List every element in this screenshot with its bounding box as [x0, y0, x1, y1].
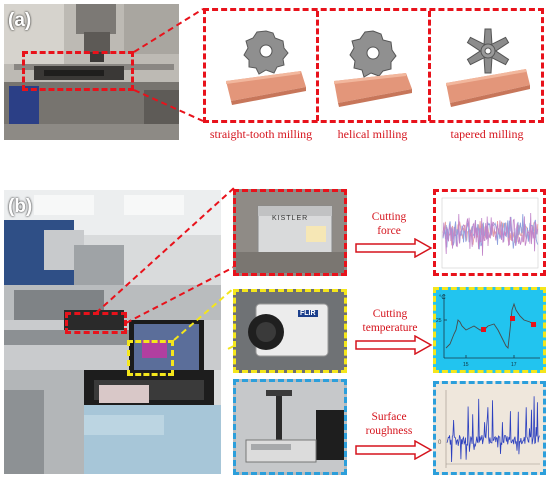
surface-roughness-profile-box: 0: [433, 381, 546, 475]
arrow-surface-roughness: [355, 440, 433, 460]
temp-x-tick-1: 15: [463, 362, 469, 368]
caption-helical-milling: helical milling: [337, 127, 408, 141]
caption-straight-tooth-milling: straight-tooth milling: [209, 127, 313, 141]
kistler-brand-label: KISTLER: [272, 215, 309, 222]
kistler-amplifier-box: KISTLER: [233, 189, 347, 276]
thermal-screen-highlight-box: [127, 340, 174, 376]
cutting-force-signal-plot: [441, 197, 539, 269]
temperature-marker-1: [481, 327, 486, 332]
label-cutting-temperature: Cutting temperature: [352, 307, 428, 335]
label-cutting-force-line1: Cutting: [371, 211, 407, 223]
flir-camera-box: FLIR: [233, 289, 347, 373]
temp-x-tick-2: 17: [511, 362, 517, 368]
zoom-connector-b: [95, 187, 235, 350]
temperature-curve-line: [445, 302, 537, 349]
temp-y-tick: 25: [436, 318, 442, 324]
label-surface-roughness-line2: roughness: [365, 425, 413, 437]
flir-brand-label: FLIR: [298, 310, 318, 317]
arrow-cutting-temperature: [355, 335, 433, 355]
temperature-marker-2: [510, 316, 515, 321]
panel-a-label: (a): [8, 10, 32, 31]
temperature-marker-3: [531, 322, 536, 327]
label-cutting-force-line2: force: [377, 225, 401, 237]
roughness-profile-trace: [446, 396, 540, 463]
caption-tapered-milling: tapered milling: [450, 127, 524, 141]
label-cutting-temperature-line2: temperature: [362, 322, 418, 334]
tapered-milling-illustration: [446, 28, 530, 107]
label-cutting-force: Cutting force: [357, 210, 421, 238]
label-cutting-temperature-line1: Cutting: [372, 308, 408, 320]
zoom-connector-a: [133, 8, 204, 122]
force-signal-trace-3: [442, 212, 539, 256]
cutting-temperature-curve-plot: °C 25 15 17: [436, 290, 543, 370]
panel-b-label: (b): [8, 196, 33, 217]
label-surface-roughness: Surface roughness: [357, 410, 421, 438]
label-surface-roughness-line1: Surface: [371, 411, 407, 423]
workpiece-highlight-box: [22, 51, 134, 91]
roughness-y-tick: 0: [438, 440, 442, 446]
surface-roughness-profile-plot: 0: [436, 384, 543, 472]
experimental-setup-photo: [4, 190, 221, 474]
arrow-cutting-force: [355, 238, 433, 258]
cutting-temperature-curve-box: °C 25 15 17: [433, 287, 546, 373]
milling-machine-photo: [4, 4, 179, 140]
milling-strategies-box: [203, 8, 544, 123]
dynamometer-highlight-box: [65, 312, 127, 334]
profilometer-box: [233, 379, 347, 475]
cutting-force-signal-box: [433, 189, 546, 276]
temp-axis-unit: °C: [439, 295, 446, 301]
straight-tooth-milling-illustration: [226, 30, 306, 105]
helical-milling-illustration: [334, 30, 412, 107]
